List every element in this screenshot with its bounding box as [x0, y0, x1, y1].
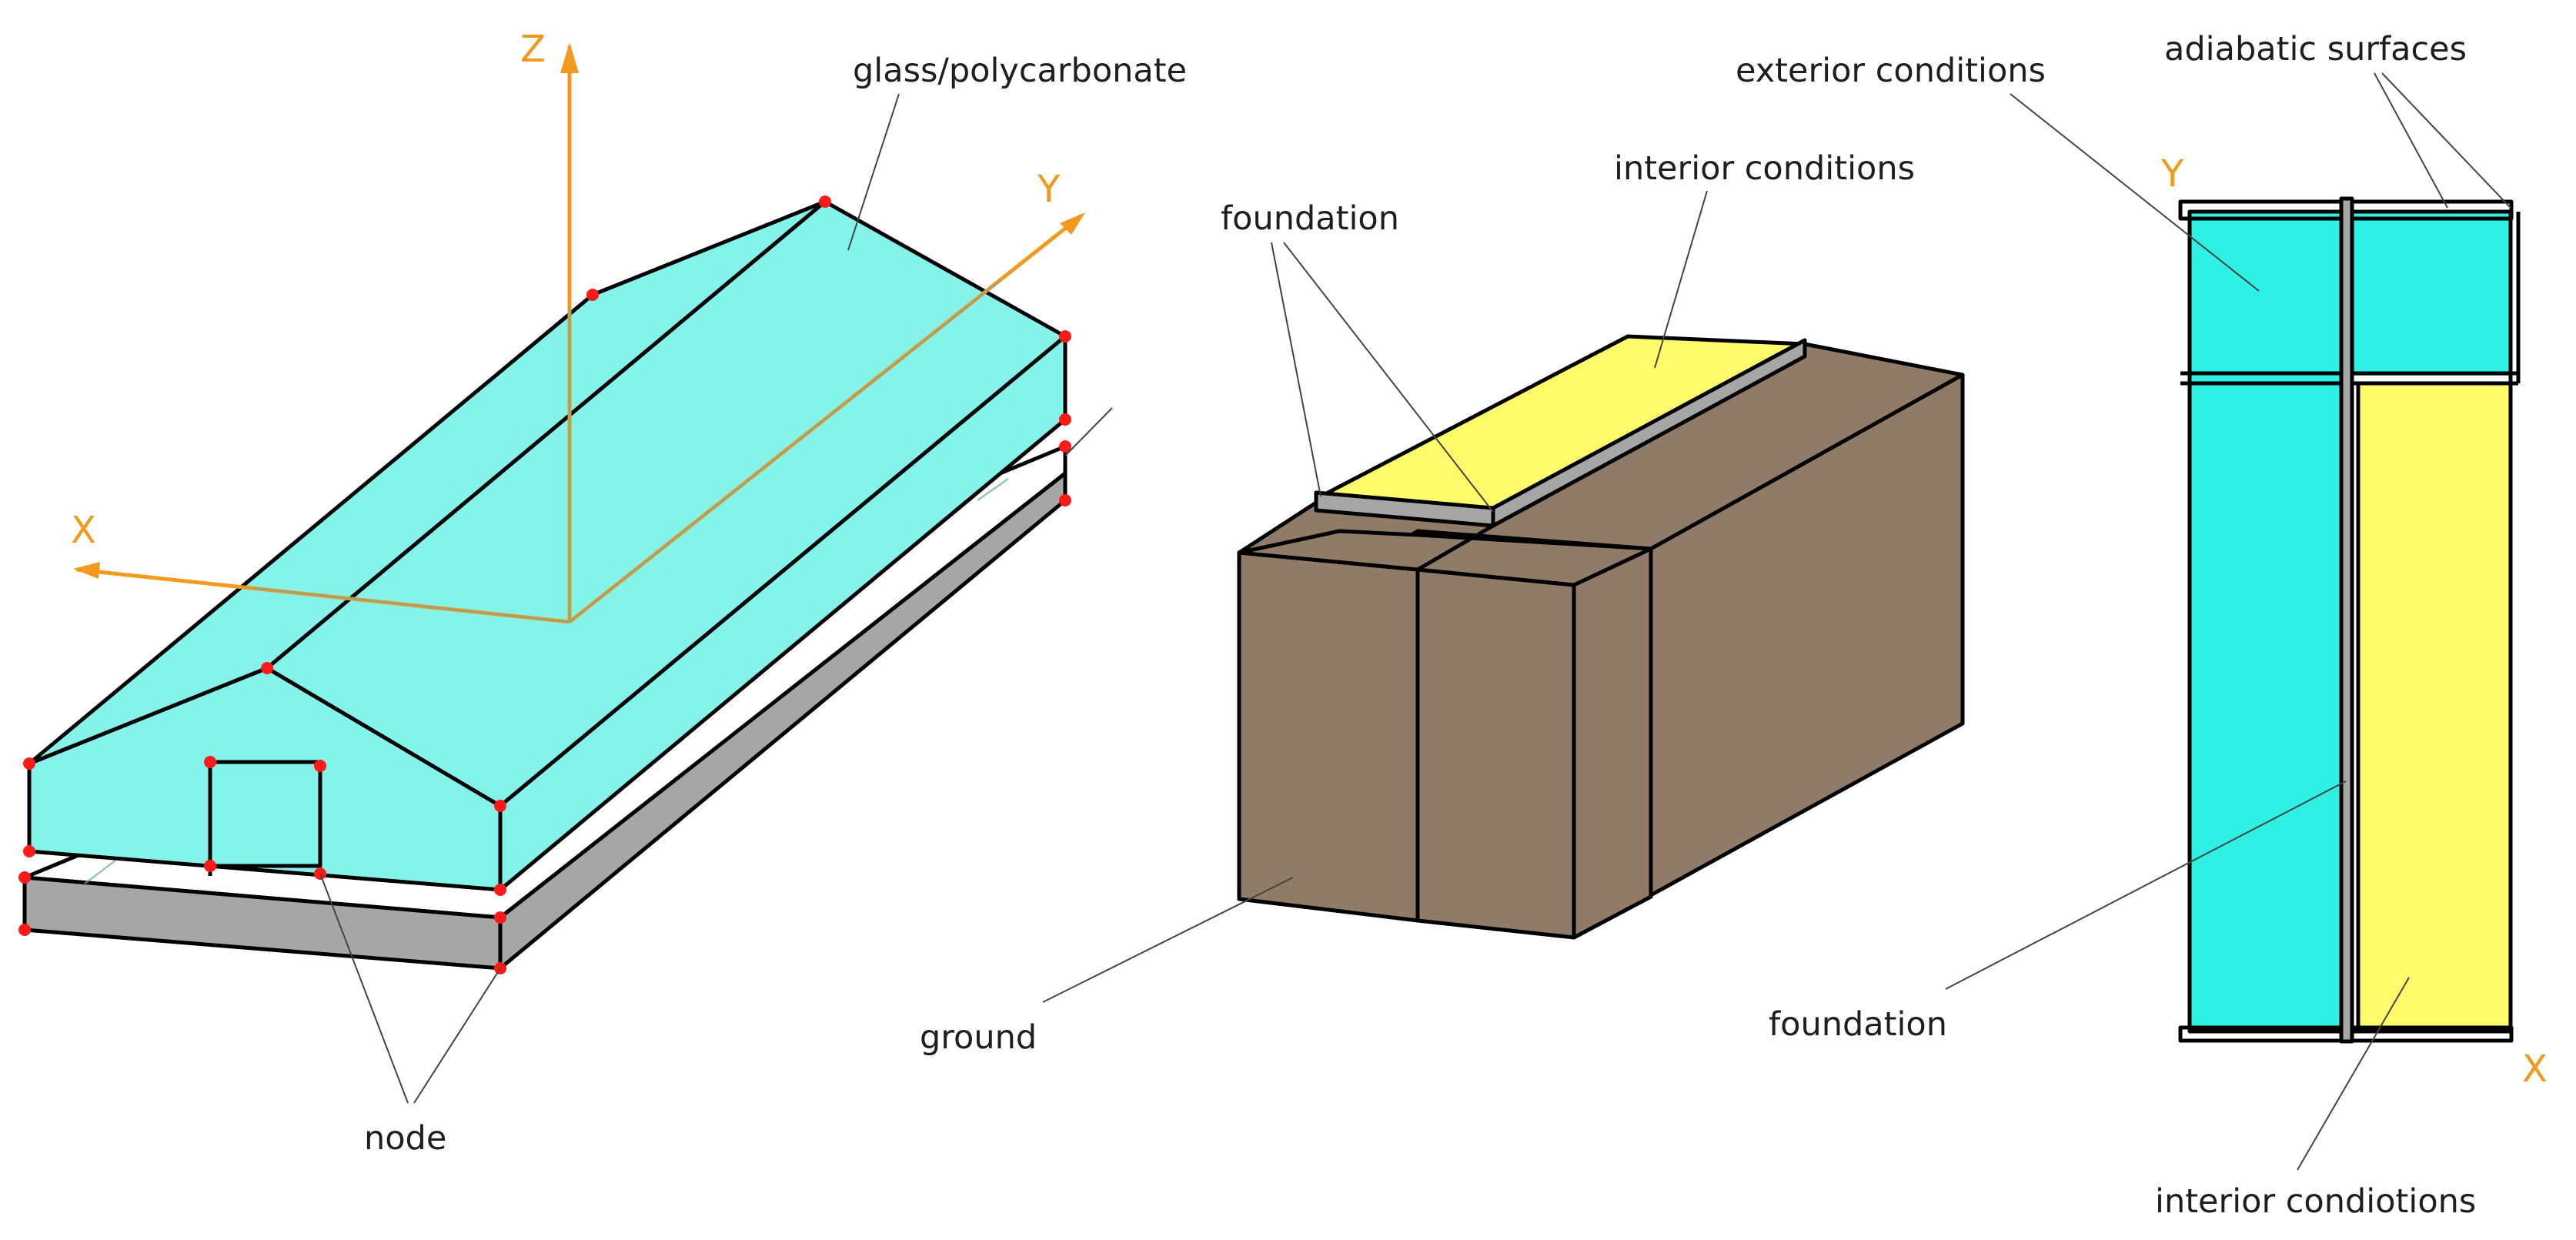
exterior-region	[2190, 212, 2511, 1031]
plan-y-axis-label: Y	[2160, 152, 2184, 196]
node-point	[819, 196, 831, 208]
node-point	[494, 884, 506, 896]
z-axis-arrow-icon	[560, 42, 579, 73]
node-label: node	[364, 1119, 446, 1158]
interior-region	[2357, 383, 2511, 1031]
ground-label: ground	[920, 1018, 1037, 1057]
node-point	[1059, 494, 1071, 506]
node-point	[261, 662, 273, 674]
y-axis-arrow-icon	[1060, 212, 1085, 235]
y-axis-label: Y	[1037, 168, 1061, 211]
greenhouse-view: Z Y X glass/polycarbonate	[18, 28, 1187, 1158]
interior-plan-label: interior condiotions	[2155, 1182, 2476, 1221]
node-point	[23, 845, 35, 857]
node-point	[1059, 413, 1071, 426]
door	[208, 760, 322, 868]
interior-label: interior conditions	[1614, 149, 1915, 188]
node-point	[314, 760, 326, 772]
node-point	[18, 924, 31, 936]
exterior-label: exterior conditions	[1736, 52, 2046, 90]
z-axis-label: Z	[520, 28, 546, 71]
foundation-label: foundation	[1221, 199, 1399, 238]
node-point	[18, 871, 31, 884]
node-point	[23, 757, 35, 770]
ground-mid-side	[1572, 546, 1653, 940]
ground-view: foundation interior conditions ground	[920, 149, 1965, 1057]
adiabatic-label: adiabatic surfaces	[2164, 30, 2467, 69]
node-point	[1059, 330, 1071, 343]
node-point	[494, 911, 506, 924]
node-point	[1059, 440, 1071, 453]
coordinate-axes	[73, 42, 1085, 624]
foundation-plan-label: foundation	[1769, 1005, 1947, 1044]
glazing-label: glass/polycarbonate	[853, 52, 1187, 90]
plan-view: Y X exterior conditions adiabatic surfac…	[1736, 30, 2548, 1221]
plan-x-axis-label: X	[2522, 1048, 2548, 1091]
node-point	[586, 289, 599, 301]
node-point	[204, 756, 216, 768]
x-axis-label: X	[71, 509, 96, 552]
foundation-strip-side	[1491, 338, 1807, 528]
node-point	[204, 860, 216, 872]
node-point	[494, 800, 506, 812]
x-axis-arrow-icon	[73, 562, 100, 579]
ground-front-left	[1237, 550, 1420, 923]
nodes	[18, 196, 1071, 974]
ground-front-right	[1415, 567, 1576, 940]
